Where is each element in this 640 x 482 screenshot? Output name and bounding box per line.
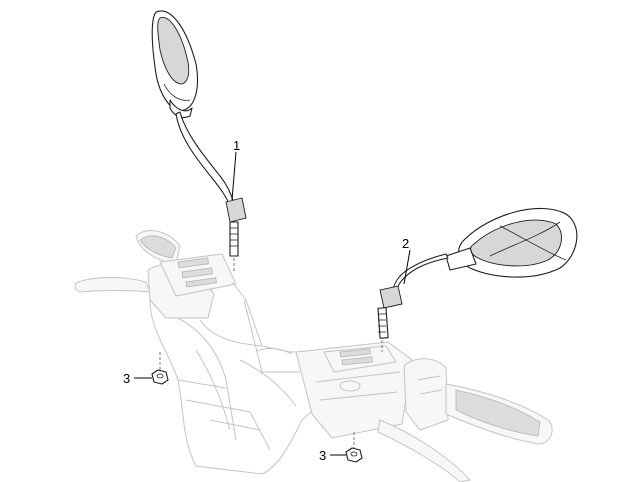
handlebar-cover [149,281,327,475]
left-grip [135,230,181,265]
leader-1 [231,151,237,201]
callout-3-bottom: 3 [319,448,326,463]
callout-3-left: 3 [123,371,130,386]
right-control-block [403,358,449,431]
instrument-panel [159,253,237,297]
mirror-right [377,207,578,339]
mirror-left [151,10,247,257]
centre-panel [295,341,413,439]
left-brake-lever [74,277,151,293]
right-brake-lever [377,419,471,482]
nut-bottom [345,432,363,463]
handlebar-assembly-ghost [74,230,553,482]
callout-2: 2 [402,236,409,251]
right-grip [445,383,553,445]
nut-left [151,352,169,385]
callout-1: 1 [233,138,240,153]
leader-2 [403,249,411,285]
